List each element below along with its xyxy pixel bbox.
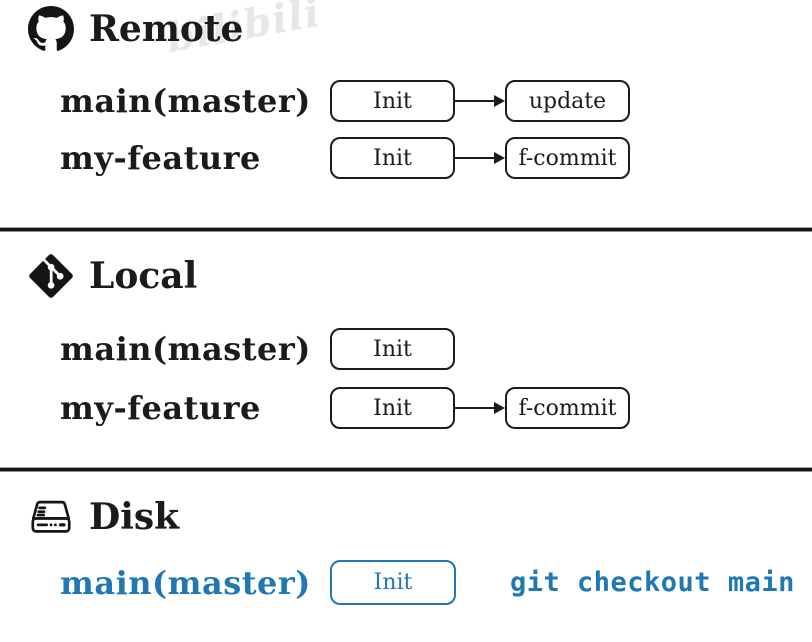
- commit-node: Init: [330, 560, 456, 605]
- branch-label: my-feature: [60, 389, 261, 427]
- git-command-text: git checkout main: [510, 567, 795, 598]
- commit-chain: Init update: [330, 80, 630, 122]
- commit-node: Init: [330, 80, 455, 122]
- section-title-remote: Remote: [89, 8, 244, 50]
- disk-main-row: main(master) Init git checkout main: [60, 560, 795, 605]
- branch-label: main(master): [60, 82, 311, 120]
- commit-arrow-icon: [455, 95, 505, 107]
- disk-icon: [28, 494, 74, 540]
- remote-main-row: main(master) Init update: [60, 80, 630, 122]
- section-title-disk: Disk: [89, 496, 180, 538]
- remote-feature-row: my-feature Init f-commit: [60, 137, 630, 179]
- branch-label: main(master): [60, 563, 311, 602]
- branch-label: my-feature: [60, 139, 261, 177]
- commit-node: f-commit: [505, 387, 630, 429]
- section-divider: [0, 467, 812, 472]
- commit-chain: Init f-commit: [330, 137, 630, 179]
- github-icon: [28, 6, 74, 52]
- git-icon: [28, 253, 74, 299]
- local-main-row: main(master) Init: [60, 328, 455, 370]
- section-header-remote: Remote: [28, 6, 243, 52]
- commit-node: update: [505, 80, 630, 122]
- commit-node: Init: [330, 328, 455, 370]
- section-header-local: Local: [28, 253, 197, 299]
- commit-chain: Init: [330, 328, 455, 370]
- commit-arrow-icon: [455, 402, 505, 414]
- section-title-local: Local: [89, 255, 198, 297]
- section-header-disk: Disk: [28, 494, 179, 540]
- commit-node: Init: [330, 387, 455, 429]
- local-feature-row: my-feature Init f-commit: [60, 387, 630, 429]
- commit-chain: Init: [330, 560, 456, 605]
- commit-node: Init: [330, 137, 455, 179]
- section-divider: [0, 227, 812, 232]
- commit-node: f-commit: [505, 137, 630, 179]
- branch-label: main(master): [60, 330, 311, 368]
- commit-arrow-icon: [455, 152, 505, 164]
- commit-chain: Init f-commit: [330, 387, 630, 429]
